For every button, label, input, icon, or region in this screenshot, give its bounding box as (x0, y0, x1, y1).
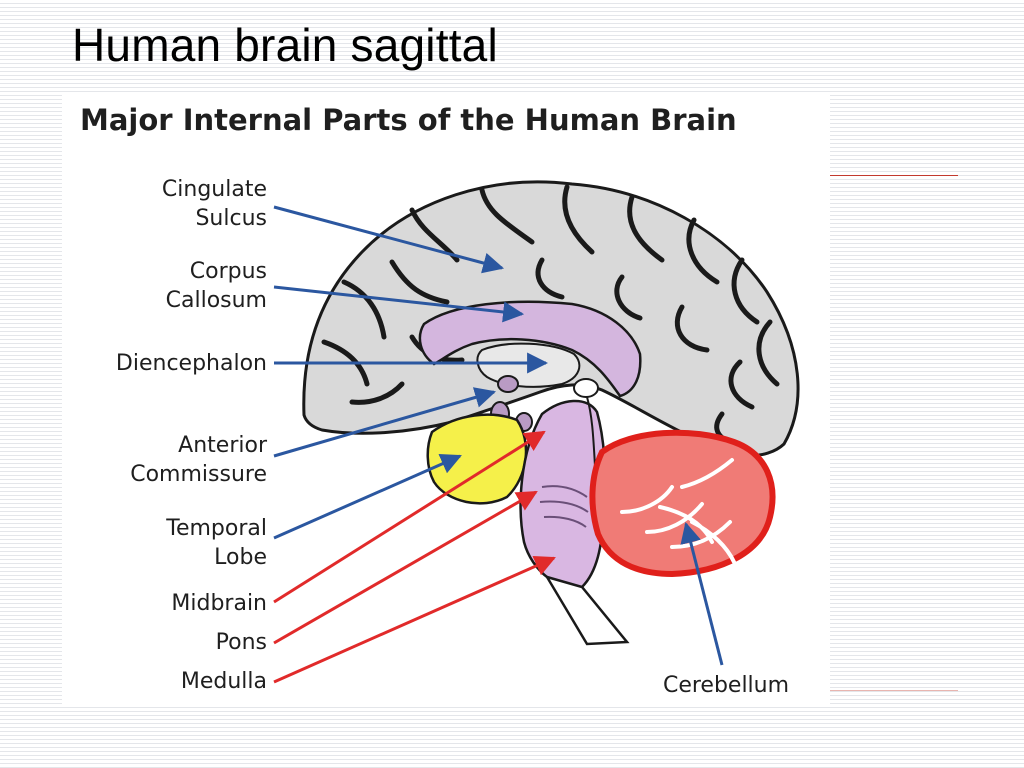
label-diencephalon: Diencephalon (116, 351, 267, 376)
pons-striations (539, 485, 589, 528)
label-cerebellum: Cerebellum (663, 673, 789, 698)
label-temporal-lobe-line1: Temporal (165, 516, 267, 541)
slide-title: Human brain sagittal (72, 19, 498, 71)
brain-diagram-svg: Major Internal Parts of the Human Brain (80, 103, 800, 698)
brain-diagram-figure: Major Internal Parts of the Human Brain (62, 92, 830, 704)
spinal-cord-shape (544, 574, 630, 646)
label-corpus-callosum-line2: Callosum (166, 288, 267, 313)
label-temporal-lobe-line2: Lobe (214, 545, 267, 570)
label-anterior-commissure-line1: Anterior (178, 433, 268, 458)
diencephalon-shape (476, 342, 581, 388)
temporal-lobe-shape (426, 413, 528, 505)
cortical-folds (321, 184, 780, 445)
label-cingulate-sulcus-line1: Cingulate (162, 177, 267, 202)
label-midbrain: Midbrain (171, 591, 267, 616)
cerebellum-arbor (620, 458, 736, 564)
red-pointer-lines (273, 430, 556, 684)
label-pons: Pons (216, 630, 267, 655)
corpus-callosum-shape (418, 300, 642, 398)
label-cingulate-sulcus-line2: Sulcus (195, 206, 267, 231)
label-corpus-callosum-line1: Corpus (190, 259, 267, 284)
label-anterior-commissure-line2: Commissure (130, 462, 267, 487)
pineal-shape (573, 378, 599, 398)
blue-pointer-lines (273, 205, 724, 666)
decorative-rule-top (830, 175, 958, 176)
cerebellum-shape (589, 429, 776, 578)
decorative-rule-bottom (830, 690, 958, 691)
diagram-title: Major Internal Parts of the Human Brain (80, 103, 737, 137)
label-medulla: Medulla (181, 669, 267, 694)
